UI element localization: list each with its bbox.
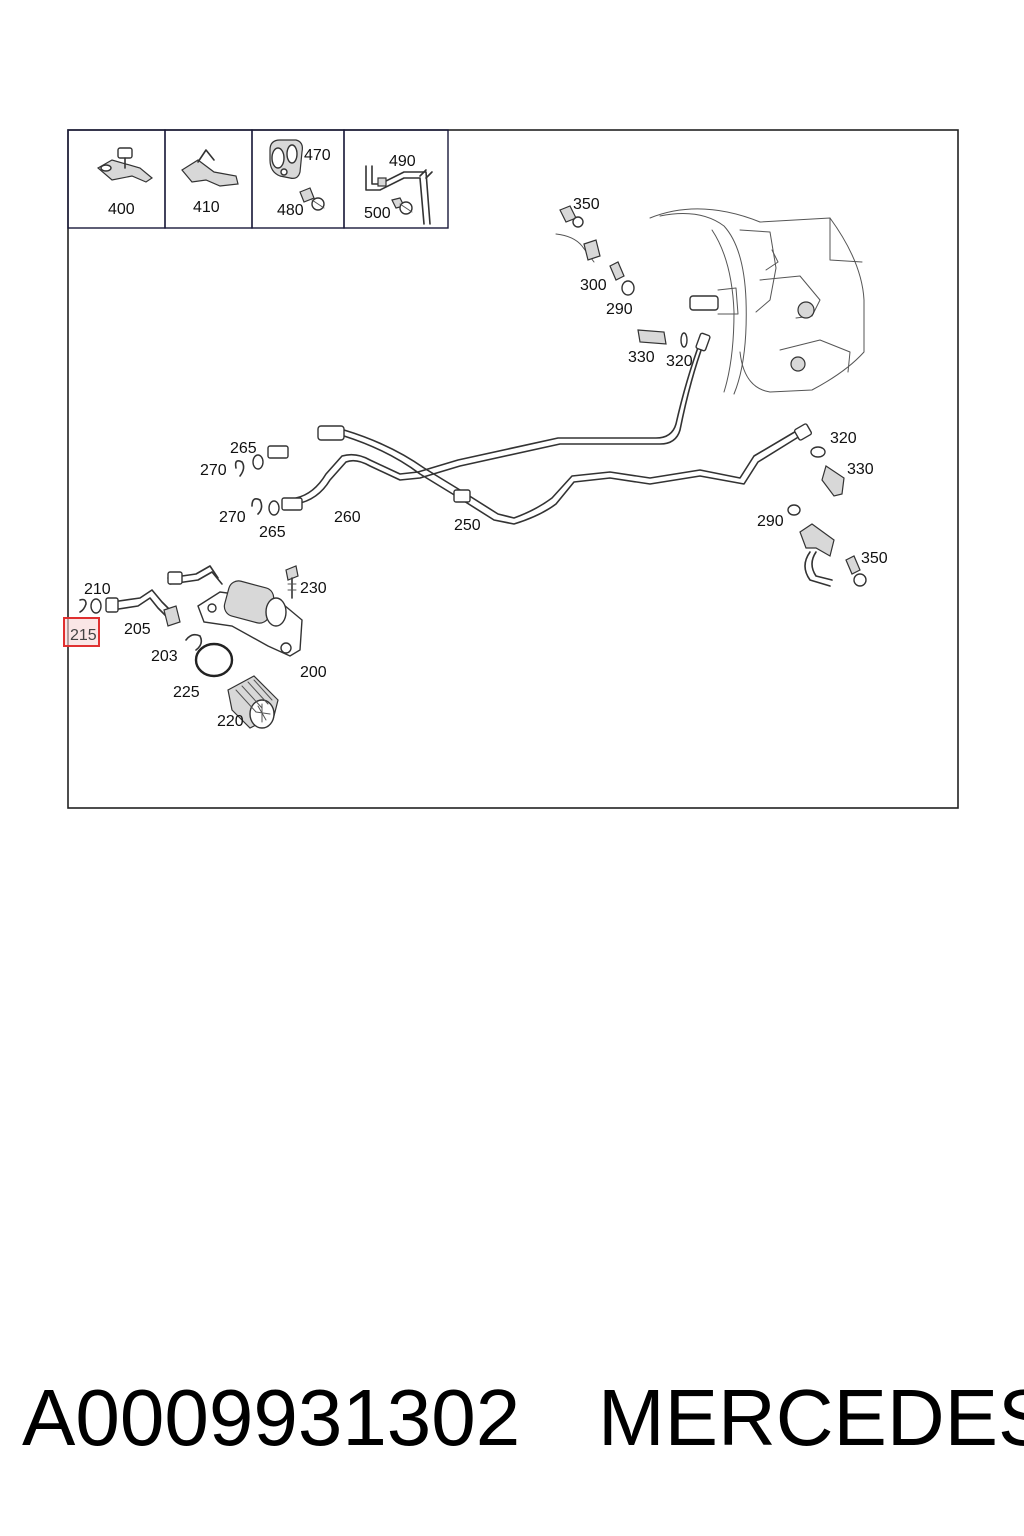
callout-labels: 400 410 470 480 490 500 350 300 290 330 … <box>84 147 888 730</box>
callout-225: 225 <box>173 684 200 701</box>
callout-260: 260 <box>334 509 361 526</box>
oil-line-260-drawing <box>267 423 813 525</box>
callout-470: 470 <box>304 147 331 164</box>
clip-203-drawing <box>185 633 203 651</box>
highlight-box <box>63 617 100 647</box>
oring-225-drawing <box>194 642 234 678</box>
callout-265-upper: 265 <box>230 440 257 457</box>
clip-400-drawing <box>96 147 154 183</box>
callout-265-lower: 265 <box>259 524 286 541</box>
bolt-230-drawing <box>285 565 299 599</box>
bolt-480-drawing <box>299 187 325 211</box>
callout-350-right: 350 <box>861 550 888 567</box>
bolt-500-drawing <box>391 197 413 215</box>
callout-330-right: 330 <box>847 461 874 478</box>
callout-215: 215 <box>70 627 97 644</box>
callout-400: 400 <box>108 201 135 218</box>
filter-housing-200-drawing <box>167 565 303 657</box>
rings-210-215-drawing <box>79 598 102 614</box>
diagram-frame <box>67 129 959 809</box>
seals-265-270-drawing <box>234 454 280 516</box>
callout-410: 410 <box>193 199 220 216</box>
callout-330-top: 330 <box>628 349 655 366</box>
adapter-205-drawing <box>105 589 181 627</box>
highlighted-callout-215[interactable]: 215 <box>63 617 100 647</box>
part-number: A0009931302 <box>22 1373 521 1462</box>
banjo-fitting-top-drawing <box>555 205 688 348</box>
brand-name: MERCEDES <box>598 1373 1024 1462</box>
callout-290-top: 290 <box>606 301 633 318</box>
banjo-fitting-right-drawing <box>787 446 867 587</box>
clip-410-drawing <box>181 149 239 187</box>
bracket-490-drawing <box>365 165 433 225</box>
callout-230: 230 <box>300 580 327 597</box>
callout-500: 500 <box>364 205 391 222</box>
oil-line-250-drawing <box>295 332 711 505</box>
callout-220: 220 <box>217 713 244 730</box>
callout-270-upper: 270 <box>200 462 227 479</box>
callout-320-top: 320 <box>666 353 693 370</box>
callout-480: 480 <box>277 202 304 219</box>
callout-320-right: 320 <box>830 430 857 447</box>
clamp-470-drawing <box>269 139 303 179</box>
filter-element-220-drawing <box>227 675 279 729</box>
callout-200: 200 <box>300 664 327 681</box>
callout-205: 205 <box>124 621 151 638</box>
callout-210: 210 <box>84 581 111 598</box>
callout-270-lower: 270 <box>219 509 246 526</box>
callout-490: 490 <box>389 153 416 170</box>
callout-203: 203 <box>151 648 178 665</box>
callout-250: 250 <box>454 517 481 534</box>
inset-boxes <box>67 129 449 229</box>
callout-350-top: 350 <box>573 196 600 213</box>
transmission-housing-drawing <box>649 208 865 395</box>
callout-290-right: 290 <box>757 513 784 530</box>
callout-300: 300 <box>580 277 607 294</box>
